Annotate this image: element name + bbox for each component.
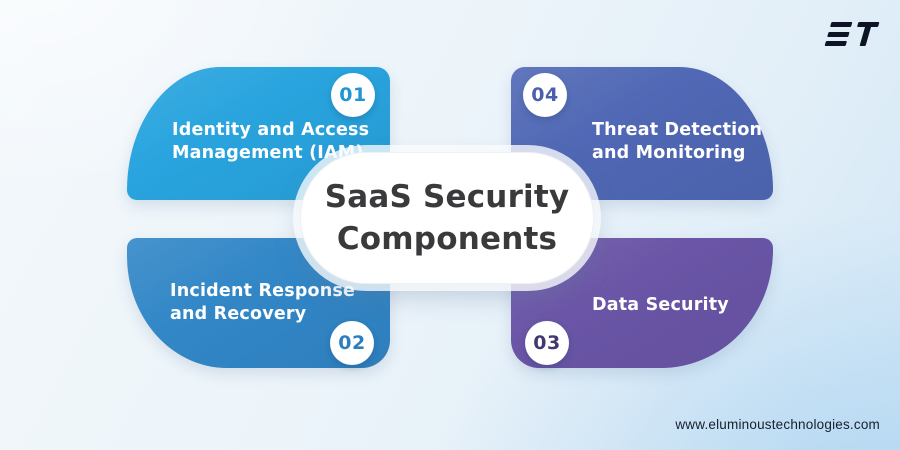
- quadrant-iam-number-badge: 01: [331, 73, 375, 117]
- quadrant-incident-response-label-line1: Incident Response: [170, 281, 356, 301]
- quadrant-data-security-number-badge: 03: [525, 321, 569, 365]
- footer-website-url: www.eluminoustechnologies.com: [675, 417, 880, 432]
- quadrant-data-security-label-line1: Data Security: [592, 295, 729, 315]
- quadrant-incident-response-number-badge: 02: [330, 321, 374, 365]
- quadrant-threat-detection-number-badge: 04: [523, 73, 567, 117]
- quadrant-threat-detection-label: Threat Detection and Monitoring: [592, 119, 762, 165]
- center-title-pill: SaaS Security Components: [300, 152, 594, 284]
- logo-letter-t-icon: [852, 22, 880, 46]
- logo-letter-e-icon: [824, 22, 853, 46]
- quadrant-incident-response-label: Incident Response and Recovery: [170, 280, 355, 326]
- et-logo: ET: [824, 22, 880, 46]
- page-title-line2: Components: [336, 221, 558, 257]
- quadrant-data-security-label: Data Security: [592, 294, 729, 317]
- page-title: SaaS Security Components: [325, 176, 570, 260]
- quadrant-iam-label-line1: Identity and Access: [172, 120, 370, 140]
- quadrant-threat-detection-label-line1: Threat Detection: [592, 120, 763, 140]
- quadrant-threat-detection-label-line2: and Monitoring: [592, 143, 746, 163]
- page-title-line1: SaaS Security: [324, 179, 570, 215]
- quadrant-incident-response-label-line2: and Recovery: [170, 304, 307, 324]
